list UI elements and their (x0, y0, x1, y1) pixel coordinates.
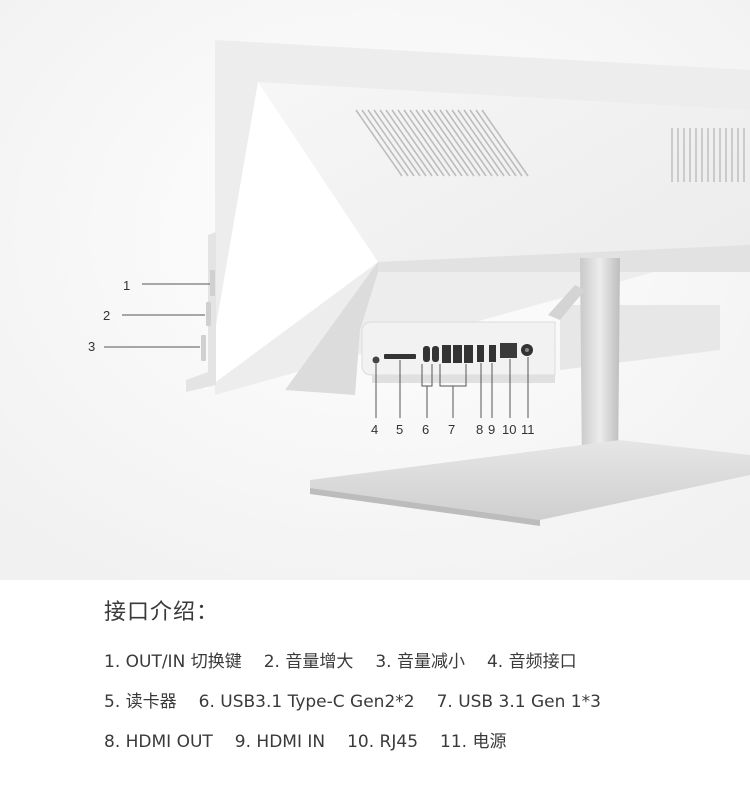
side-callout-lines (104, 283, 210, 348)
switch-button (210, 270, 215, 296)
port-item-4: 4. 音频接口 (486, 652, 577, 672)
port-item-2: 2. 音量增大 (263, 652, 354, 672)
volume-up-button (206, 302, 211, 326)
usb-c-port-2 (432, 346, 439, 362)
port-row-1: 1. OUT/IN 切换键 2. 音量增大 3. 音量减小 4. 音频接口 (104, 642, 744, 682)
port-item-1: 1. OUT/IN 切换键 (104, 652, 242, 672)
callout-label-10: 10 (502, 422, 517, 437)
usb-a-port-3 (464, 345, 473, 363)
hdmi-in-port (489, 345, 496, 362)
hdmi-out-port (477, 345, 484, 362)
usb-a-port-2 (453, 345, 462, 363)
port-info-section: 接口介绍： 1. OUT/IN 切换键 2. 音量增大 3. 音量减小 4. 音频接口… (104, 598, 744, 762)
port-row-3: 8. HDMI OUT 9. HDMI IN 10. RJ45 11. 电源 (104, 722, 744, 762)
callout-label-11: 11 (521, 422, 535, 437)
port-item-8: 8. HDMI OUT (104, 732, 213, 752)
callout-label-5: 5 (396, 422, 404, 437)
audio-jack-port (372, 356, 380, 364)
port-item-5: 5. 读卡器 (104, 692, 177, 712)
port-item-11: 11. 电源 (440, 732, 507, 752)
product-illustration: 1 2 3 4 5 6 7 8 9 10 11 (0, 0, 750, 580)
port-item-9: 9. HDMI IN (234, 732, 326, 752)
port-row-2: 5. 读卡器 6. USB3.1 Type-C Gen2*2 7. USB 3.1 … (104, 682, 744, 722)
port-item-10: 10. RJ45 (347, 732, 419, 752)
port-item-3: 3. 音量减小 (375, 652, 465, 672)
callout-label-6: 6 (422, 422, 430, 437)
callout-label-8: 8 (476, 422, 484, 437)
rj45-port (500, 343, 517, 358)
callout-label-9: 9 (488, 422, 496, 437)
port-item-6: 6. USB3.1 Type-C Gen2*2 (198, 692, 415, 712)
port-info-title: 接口介绍： (104, 600, 220, 625)
vent-grille-right (671, 128, 745, 182)
side-edge (186, 232, 216, 392)
callout-label-4: 4 (371, 422, 379, 437)
stand (310, 258, 750, 526)
vent-grille-left (355, 109, 529, 177)
callout-label-3: 3 (88, 339, 96, 354)
volume-down-button (201, 335, 206, 361)
usb-a-port-1 (442, 345, 451, 363)
usb-c-port-1 (423, 346, 430, 362)
io-module (285, 262, 556, 395)
callout-label-2: 2 (103, 308, 111, 323)
callout-label-7: 7 (448, 422, 456, 437)
port-item-7: 7. USB 3.1 Gen 1*3 (436, 692, 601, 712)
callout-label-1: 1 (123, 278, 131, 293)
card-reader-slot (384, 354, 416, 359)
all-in-one-pc-rear-view (0, 0, 750, 580)
rear-callout-lines (375, 357, 529, 418)
